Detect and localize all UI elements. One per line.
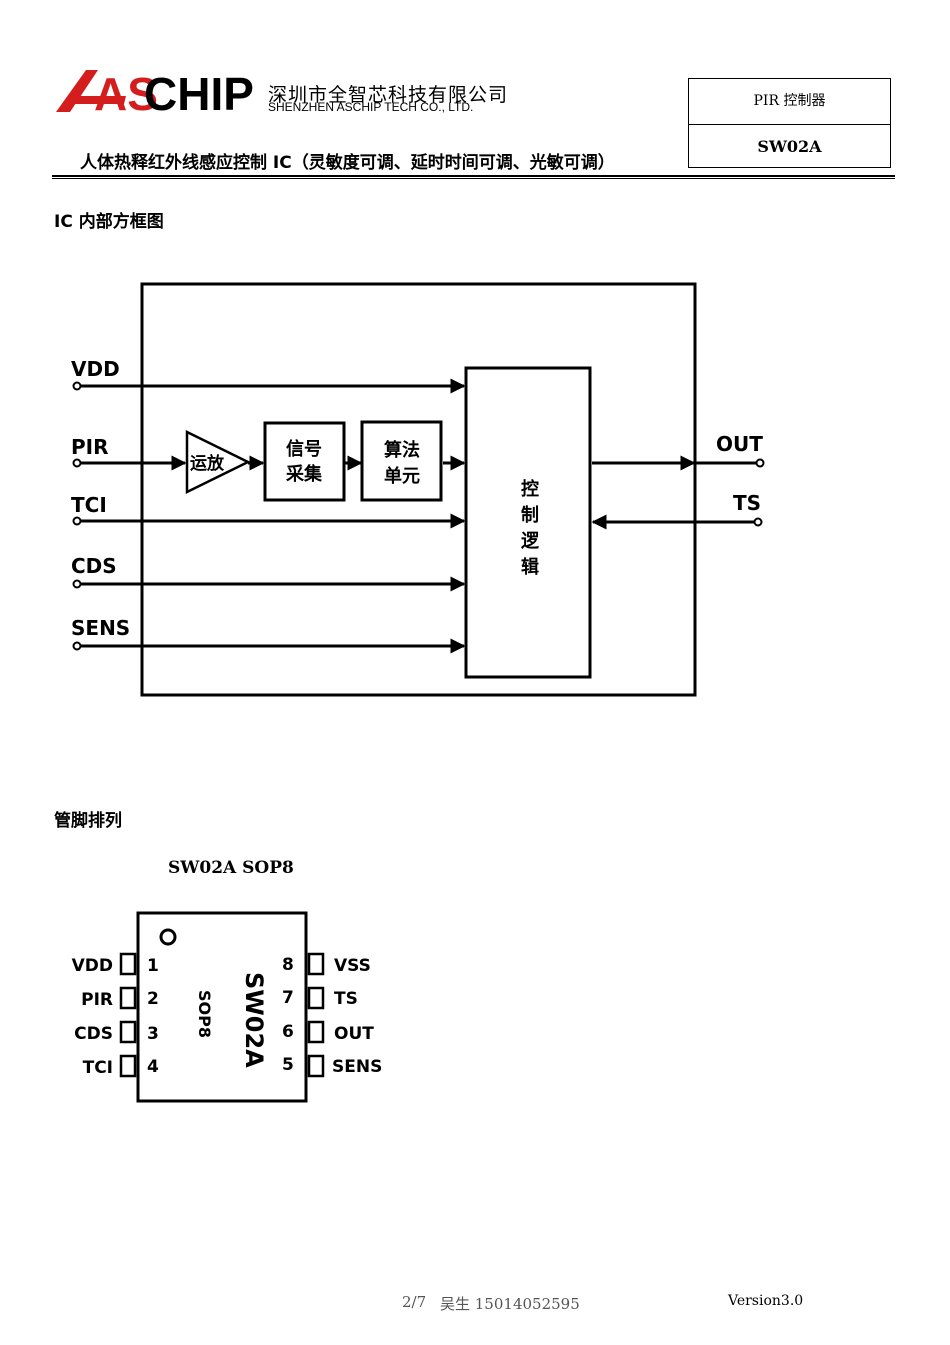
- package-title: SW02A SOP8: [168, 858, 294, 878]
- pin-num-7: 7: [282, 988, 294, 1008]
- terminal-vdd: [72, 381, 82, 391]
- chip-marking: SW02A: [240, 972, 268, 1068]
- company-logo: AS CHIP: [56, 66, 256, 118]
- pin-6: [307, 1020, 325, 1044]
- version-label: Version3.0: [728, 1293, 804, 1309]
- input-label-vdd: VDD: [71, 357, 120, 381]
- pin-num-2: 2: [147, 989, 159, 1009]
- ic-outline: [140, 282, 697, 697]
- pinout-diagram: SW02A SOP8 VDD PIR CDS TCI 1 2 3 4 8 7 6…: [72, 911, 382, 1103]
- section-title-block-diagram: IC 内部方框图: [54, 212, 164, 232]
- op-amp-label: 运放: [190, 453, 225, 474]
- terminal-pir: [72, 458, 82, 468]
- page-number: 2/7: [402, 1293, 427, 1311]
- header-rule: [52, 175, 895, 177]
- company-name-cn: 深圳市全智芯科技有限公司: [268, 84, 509, 106]
- section-title-pinout: 管脚排列: [54, 811, 122, 831]
- contact-info: 吴生 15014052595: [440, 1295, 580, 1313]
- pin-num-5: 5: [282, 1055, 294, 1075]
- pin-7: [307, 986, 325, 1010]
- algo-block-line1: 算法: [384, 439, 420, 461]
- logo-chip: CHIP: [144, 68, 254, 118]
- pin-name-4: TCI: [83, 1058, 113, 1078]
- pin-5: [307, 1054, 325, 1078]
- pin-8: [307, 952, 325, 976]
- op-amp-symbol: [185, 429, 251, 495]
- pin-1: [119, 952, 137, 976]
- pin-name-7: TS: [334, 989, 358, 1009]
- header-rule-thin: [52, 178, 895, 179]
- terminal-sens: [72, 641, 82, 651]
- control-label-4: 辑: [521, 556, 539, 578]
- pin-3: [119, 1020, 137, 1044]
- output-label-out: OUT: [716, 432, 763, 456]
- pin-name-2: PIR: [81, 990, 113, 1010]
- product-category: PIR 控制器: [689, 79, 890, 125]
- pin-name-1: VDD: [72, 956, 113, 976]
- pin-name-8: VSS: [334, 956, 371, 976]
- signal-acquisition-block: [263, 421, 346, 502]
- logo-s: AS: [94, 68, 158, 118]
- pin1-indicator: [159, 928, 177, 946]
- input-label-pir: PIR: [71, 435, 109, 459]
- product-model: SW02A: [757, 137, 822, 156]
- control-logic-block: [464, 366, 592, 679]
- terminal-cds: [72, 579, 82, 589]
- pin-4: [119, 1054, 137, 1078]
- pin-2: [119, 986, 137, 1010]
- package-marking: SOP8: [195, 990, 214, 1038]
- control-label-2: 制: [521, 505, 539, 526]
- document-title: 人体热释红外线感应控制 IC（灵敏度可调、延时时间可调、光敏可调）: [80, 153, 615, 173]
- input-label-sens: SENS: [71, 616, 130, 640]
- pin-num-8: 8: [282, 955, 294, 975]
- pin-num-3: 3: [147, 1024, 159, 1044]
- signal-block-line1: 信号: [286, 438, 322, 460]
- terminal-out: [755, 458, 765, 468]
- chip-body: [136, 911, 308, 1103]
- header-info-box: PIR 控制器 SW02A: [688, 78, 891, 168]
- terminal-tci: [72, 516, 82, 526]
- block-diagram: VDD PIR TCI CDS SENS OUT TS 运放 信号 采集: [71, 282, 765, 697]
- pin-num-1: 1: [147, 956, 159, 976]
- pin-name-3: CDS: [74, 1024, 113, 1044]
- company-name-en: SHENZHEN ASCHIP TECH CO., LTD.: [268, 100, 474, 114]
- input-label-cds: CDS: [71, 554, 117, 578]
- pin-num-4: 4: [147, 1057, 159, 1077]
- pin-name-5: SENS: [332, 1057, 382, 1077]
- signal-block-line2: 采集: [285, 463, 323, 485]
- output-label-ts: TS: [733, 491, 761, 515]
- control-label-1: 控: [521, 478, 539, 500]
- algorithm-block: [360, 420, 443, 502]
- input-label-tci: TCI: [71, 493, 107, 517]
- terminal-ts: [753, 517, 763, 527]
- pin-name-6: OUT: [334, 1024, 374, 1044]
- algo-block-line2: 单元: [384, 465, 420, 487]
- logo-graphic: AS CHIP: [56, 68, 254, 118]
- pin-num-6: 6: [282, 1022, 294, 1042]
- control-label-3: 逻: [521, 531, 540, 552]
